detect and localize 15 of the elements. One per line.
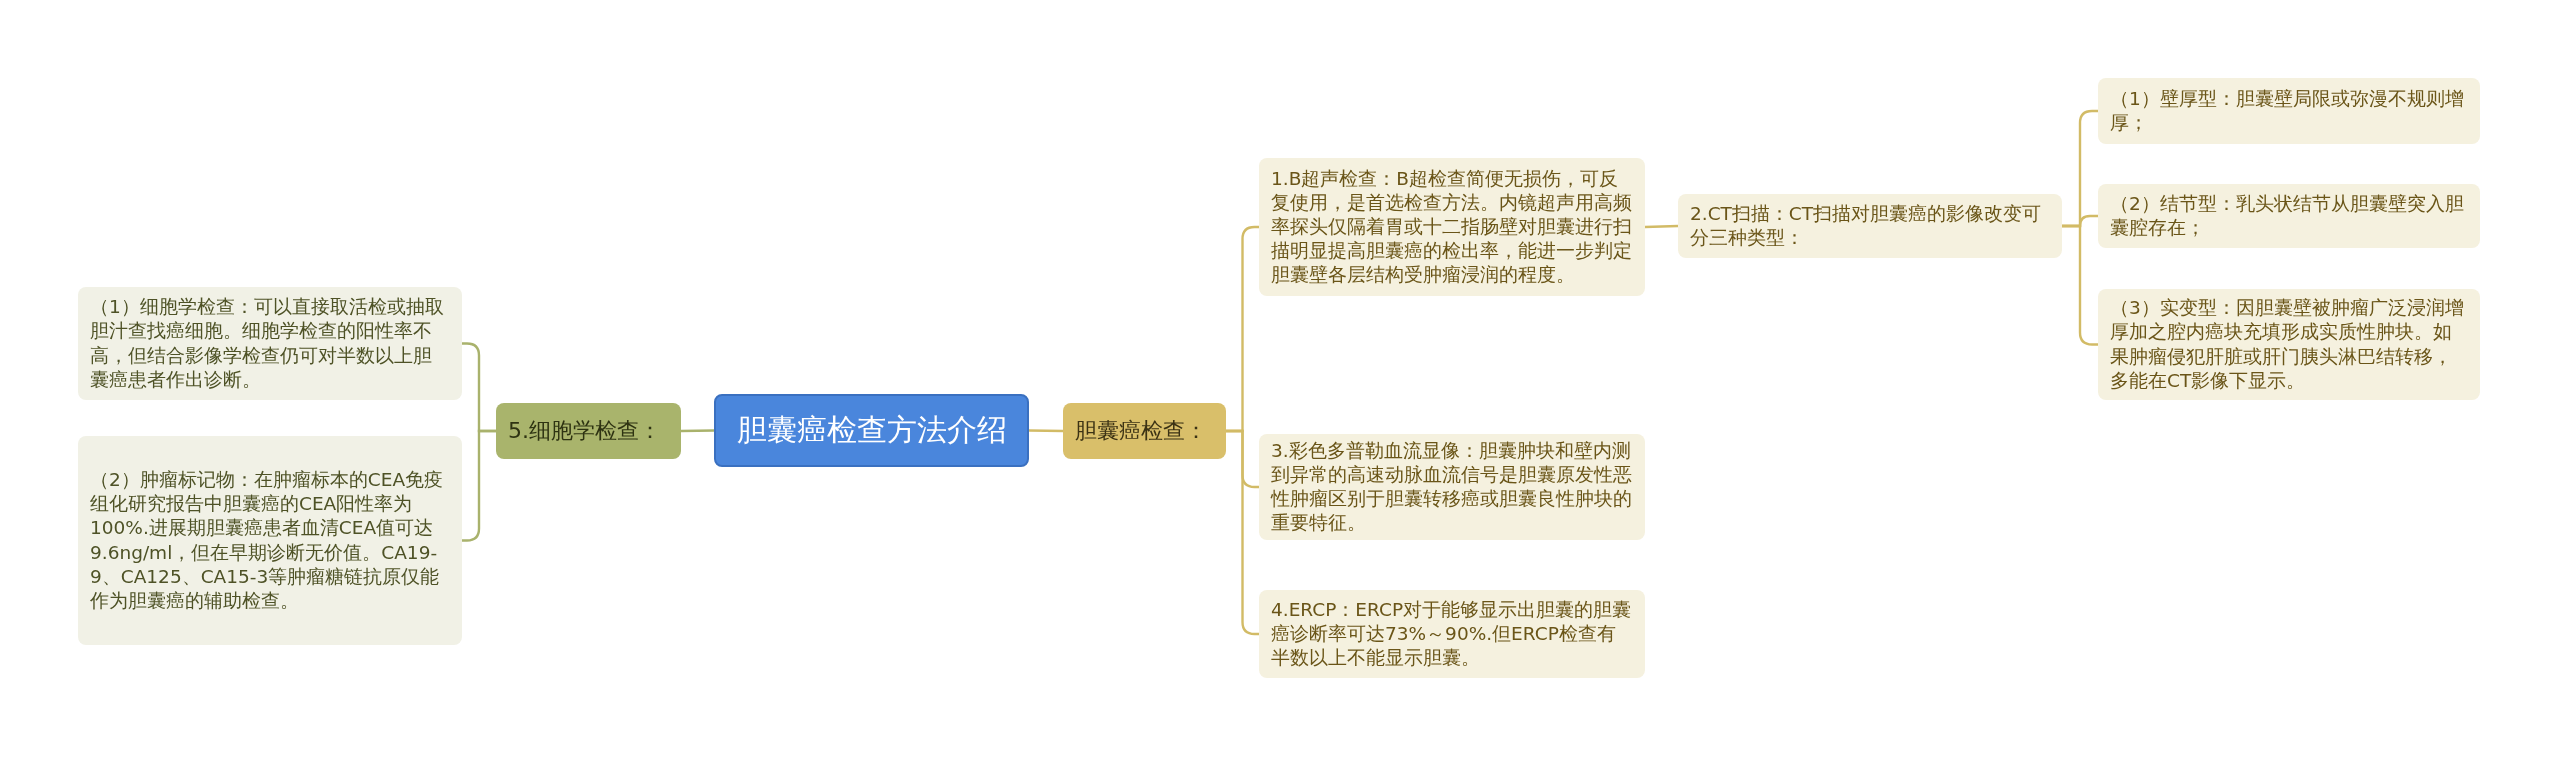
note-box: 2.CT扫描：CT扫描对胆囊癌的影像改变可分三种类型： [1678, 194, 2062, 258]
note-box: （2）肿瘤标记物：在肿瘤标本的CEA免疫组化研究报告中胆囊癌的CEA阳性率为100%.进展期胆囊癌患者血清CEA值可达9.6ng/ml，但在早期诊断无价值。CA19-9、CA125、CA15-3等肿瘤糖链抗原仅能作为胆囊癌的辅助检查。 [78, 436, 462, 645]
note-box: （1）细胞学检查：可以直接取活检或抽取胆汁查找癌细胞。细胞学检查的阳性率不高，但结合影像学检查仍可对半数以上胆囊癌患者作出诊断。 [78, 287, 462, 400]
note-box: （2）结节型：乳头状结节从胆囊壁突入胆囊腔存在； [2098, 184, 2480, 248]
connector-line [1029, 429, 1063, 433]
connector-line [1644, 224, 1679, 229]
note-box: 1.B超声检查：B超检查简便无损伤，可反复使用，是首选检查方法。内镜超声用高频率探头仅隔着胃或十二指肠壁对胆囊进行扫描明显提高胆囊癌的检出率，能进一步判定胆囊壁各层结构受肿瘤浸润的程度。 [1259, 158, 1645, 296]
connector-line [681, 429, 714, 433]
central-topic-box: 胆囊癌检查方法介绍 [714, 394, 1029, 467]
note-box: 3.彩色多普勒血流显像：胆囊肿块和壁内测到异常的高速动脉血流信号是胆囊原发性恶性肿瘤区别于胆囊转移癌或胆囊良性肿块的重要特征。 [1259, 434, 1645, 540]
note-box: （1）壁厚型：胆囊壁局限或弥漫不规则增厚； [2098, 78, 2480, 144]
branch-box: 5.细胞学检查： [496, 403, 681, 459]
note-box: （3）实变型：因胆囊壁被肿瘤广泛浸润增厚加之腔内癌块充填形成实质性肿块。如果肿瘤侵犯肝脏或肝门胰头淋巴结转移，多能在CT影像下显示。 [2098, 289, 2480, 400]
note-box: 4.ERCP：ERCP对于能够显示出胆囊的胆囊癌诊断率可达73%～90%.但ERCP检查有半数以上不能显示胆囊。 [1259, 590, 1645, 678]
branch-box: 胆囊癌检查： [1063, 403, 1226, 459]
